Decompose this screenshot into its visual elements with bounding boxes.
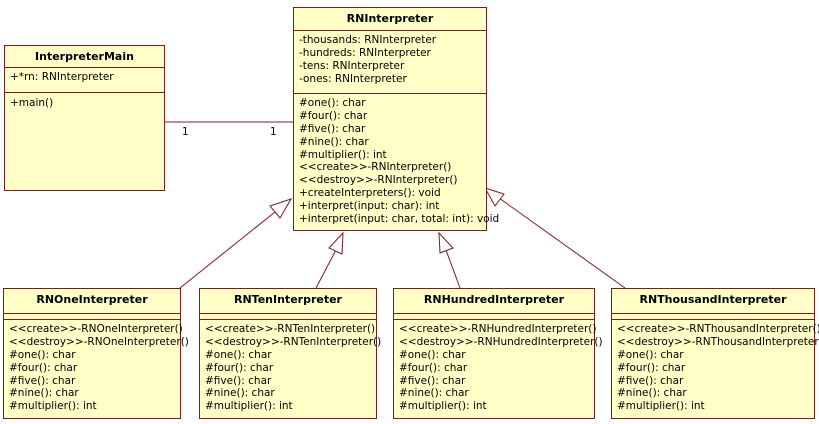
member-line: <<create>>-RNThousandInterpreter() — [617, 323, 819, 335]
class-rn-ten-interpreter[interactable]: RNTenInterpreter <<create>>-RNTenInterpr… — [199, 288, 382, 419]
member-line: #multiplier(): int — [399, 400, 487, 413]
member-line: #nine(): char — [9, 387, 79, 400]
member-line: #one(): char — [399, 348, 466, 361]
operations-section: <<create>>-RNTenInterpreter()<<destroy>>… — [200, 320, 382, 413]
member-line: +interpret(input: char, total: int): voi… — [299, 213, 500, 226]
generalization-ten — [315, 231, 344, 289]
operations-section: +main() — [5, 93, 164, 110]
operations-section: <<create>>-RNThousandInterpreter()<<dest… — [612, 320, 819, 413]
member-line: #one(): char — [9, 348, 76, 361]
class-name: RNHundredInterpreter — [394, 289, 594, 314]
member-line: #five(): char — [617, 374, 684, 387]
spacer-section — [200, 314, 376, 320]
member-line: <<destroy>>-RNInterpreter() — [299, 174, 458, 187]
operations-section: <<create>>-RNHundredInterpreter()<<destr… — [394, 320, 603, 413]
member-line: #multiplier(): int — [299, 148, 387, 161]
class-rn-hundred-interpreter[interactable]: RNHundredInterpreter <<create>>-RNHundre… — [393, 288, 603, 419]
member-line: +interpret(input: char): int — [299, 200, 440, 213]
member-line: <<destroy>>-RNHundredInterpreter() — [399, 335, 603, 348]
class-name: RNTenInterpreter — [200, 289, 376, 314]
generalization-one — [179, 198, 293, 289]
member-line: +main() — [10, 97, 54, 109]
member-line: #one(): char — [617, 348, 684, 361]
generalization-hundred — [438, 231, 461, 289]
class-rn-one-interpreter[interactable]: RNOneInterpreter <<create>>-RNOneInterpr… — [3, 288, 189, 419]
member-line: #four(): char — [617, 361, 686, 374]
member-line: #five(): char — [9, 374, 76, 387]
member-line: #five(): char — [399, 374, 466, 387]
member-line: #four(): char — [205, 361, 274, 374]
member-line: #nine(): char — [399, 387, 469, 400]
member-line: #four(): char — [299, 109, 368, 122]
attributes-section: +*rn: RNInterpreter — [5, 68, 164, 93]
spacer-section — [4, 314, 180, 320]
multiplicity-right: 1 — [270, 126, 277, 138]
spacer-section — [612, 314, 814, 320]
member-line: #one(): char — [205, 348, 272, 361]
member-line: #nine(): char — [299, 135, 369, 148]
member-line: #four(): char — [399, 361, 468, 374]
member-line: <<destroy>>-RNThousandInterpreter() — [617, 335, 819, 348]
class-rn-interpreter[interactable]: RNInterpreter -thousands: RNInterpreter-… — [293, 7, 500, 231]
class-name: RNThousandInterpreter — [612, 289, 814, 314]
member-line: #five(): char — [205, 374, 272, 387]
member-line: -thousands: RNInterpreter — [299, 34, 437, 46]
member-line: #multiplier(): int — [617, 400, 705, 413]
member-line: <<destroy>>-RNTenInterpreter() — [205, 335, 382, 348]
member-line: +createInterpreters(): void — [299, 187, 441, 200]
member-line: <<create>>-RNInterpreter() — [299, 161, 452, 174]
member-line: <<create>>-RNTenInterpreter() — [205, 323, 376, 335]
class-name: RNOneInterpreter — [4, 289, 180, 314]
multiplicity-left: 1 — [182, 126, 189, 138]
operations-section: #one(): char#four(): char#five(): char#n… — [294, 94, 500, 226]
member-line: #five(): char — [299, 122, 366, 135]
member-line: #four(): char — [9, 361, 78, 374]
member-line: #nine(): char — [617, 387, 687, 400]
attributes-section: -thousands: RNInterpreter-hundreds: RNIn… — [294, 31, 486, 94]
operations-section: <<create>>-RNOneInterpreter()<<destroy>>… — [4, 320, 189, 413]
member-line: #multiplier(): int — [205, 400, 293, 413]
member-line: #nine(): char — [205, 387, 275, 400]
member-line: #one(): char — [299, 97, 366, 109]
member-line: <<destroy>>-RNOneInterpreter() — [9, 335, 189, 348]
member-line: #multiplier(): int — [9, 400, 97, 413]
member-line: -ones: RNInterpreter — [299, 72, 407, 85]
class-name: RNInterpreter — [294, 8, 486, 31]
member-line: -hundreds: RNInterpreter — [299, 46, 431, 59]
class-rn-thousand-interpreter[interactable]: RNThousandInterpreter <<create>>-RNThous… — [611, 288, 819, 419]
generalization-thousand — [483, 187, 626, 289]
class-interpreter-main[interactable]: InterpreterMain +*rn: RNInterpreter +mai… — [4, 45, 165, 191]
member-line: +*rn: RNInterpreter — [10, 71, 114, 83]
member-line: <<create>>-RNOneInterpreter() — [9, 323, 183, 335]
member-line: <<create>>-RNHundredInterpreter() — [399, 323, 597, 335]
class-name: InterpreterMain — [5, 46, 164, 68]
member-line: -tens: RNInterpreter — [299, 59, 405, 72]
spacer-section — [394, 314, 594, 320]
